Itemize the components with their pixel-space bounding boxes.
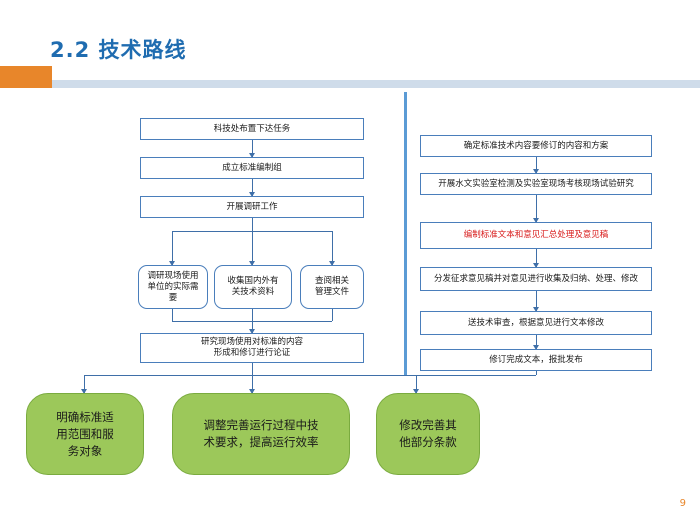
process-box-label: 编制标准文本和意见汇总处理及意见稿 <box>463 230 609 240</box>
process-box-label: 送技术审查，根据意见进行文本修改 <box>467 317 604 328</box>
process-box-label: 开展调研工作 <box>226 201 278 212</box>
connector-arrow <box>81 375 87 394</box>
result-box-label: 修改完善其 <box>399 418 457 432</box>
connector-arrow <box>533 249 539 268</box>
process-box-label: 管理文件 <box>314 287 349 297</box>
connector-arrow <box>533 291 539 312</box>
connector-line <box>172 309 173 321</box>
connector-arrow <box>249 140 255 158</box>
process-box-step-4c: 查阅相关 管理文件 <box>300 265 364 309</box>
process-box-label: 收集国内外有 <box>227 276 279 286</box>
connector-arrow <box>533 157 539 174</box>
connector-line <box>252 218 253 231</box>
process-box-step-4b: 收集国内外有 关技术资料 <box>214 265 292 309</box>
connector-arrow <box>533 335 539 350</box>
result-box-label: 明确标准适 <box>56 409 114 424</box>
process-box-r-step-4: 分发征求意见稿并对意见进行收集及归纳、处理、修改 <box>420 267 652 291</box>
result-box-label: 术要求，提高运行效率 <box>203 435 319 449</box>
connector-line <box>252 363 253 375</box>
process-box-label: 形成和修订进行论证 <box>213 348 291 358</box>
connector-arrow <box>249 375 255 394</box>
connector-arrow <box>249 321 255 334</box>
result-box-label: 务对象 <box>67 443 103 458</box>
process-box-step-2: 成立标准编制组 <box>140 157 364 179</box>
connector-line <box>84 375 536 376</box>
connector-line <box>536 371 537 375</box>
page-title: 2.2 技术路线 <box>50 38 187 62</box>
result-box-label: 调整完善运行过程中技 <box>203 418 319 432</box>
accent-bar <box>0 66 52 88</box>
process-box-label: 要 <box>168 292 178 303</box>
process-box-label: 关技术资料 <box>231 287 275 297</box>
result-box-label: 他部分条款 <box>399 435 457 449</box>
process-box-label: 查阅相关 <box>314 276 349 286</box>
process-box-r-step-3: 编制标准文本和意见汇总处理及意见稿 <box>420 222 652 249</box>
connector-line <box>332 309 333 321</box>
process-box-step-1: 科技处布置下达任务 <box>140 118 364 140</box>
connector-arrow <box>249 231 255 266</box>
process-box-r-step-6: 修订完成文本，报批发布 <box>420 349 652 371</box>
connector-arrow <box>169 231 175 266</box>
connector-arrow <box>413 375 419 394</box>
process-box-step-4a: 调研现场使用 单位的实际需 要 <box>138 265 208 309</box>
result-box-1: 明确标准适 用范围和服 务对象 <box>26 393 144 475</box>
process-box-r-step-2: 开展水文实验室检测及实验室现场考核现场试验研究 <box>420 173 652 195</box>
result-box-2: 调整完善运行过程中技 术要求，提高运行效率 <box>172 393 350 475</box>
accent-underline <box>52 80 700 88</box>
process-box-label: 调研现场使用 <box>147 270 199 281</box>
result-box-3: 修改完善其 他部分条款 <box>376 393 480 475</box>
process-box-label: 研究现场使用对标准的内容 <box>200 337 303 347</box>
connector-arrow <box>533 195 539 223</box>
connector-line <box>252 309 253 321</box>
process-box-label: 科技处布置下达任务 <box>213 123 291 134</box>
process-box-label: 确定标准技术内容要修订的内容和方案 <box>463 140 609 151</box>
process-box-r-step-1: 确定标准技术内容要修订的内容和方案 <box>420 135 652 157</box>
result-box-label: 用范围和服 <box>56 426 114 441</box>
column-divider <box>404 92 407 375</box>
process-box-label: 修订完成文本，报批发布 <box>489 354 583 365</box>
connector-arrow <box>249 179 255 197</box>
process-box-step-5: 研究现场使用对标准的内容 形成和修订进行论证 <box>140 333 364 363</box>
page-number: 9 <box>679 498 686 509</box>
process-box-label: 单位的实际需 <box>147 281 199 292</box>
connector-arrow <box>329 231 335 266</box>
process-box-step-3: 开展调研工作 <box>140 196 364 218</box>
process-box-label: 开展水文实验室检测及实验室现场考核现场试验研究 <box>438 178 634 189</box>
process-box-label: 成立标准编制组 <box>222 162 282 173</box>
process-box-label: 分发征求意见稿并对意见进行收集及归纳、处理、修改 <box>433 273 638 284</box>
process-box-r-step-5: 送技术审查，根据意见进行文本修改 <box>420 311 652 335</box>
